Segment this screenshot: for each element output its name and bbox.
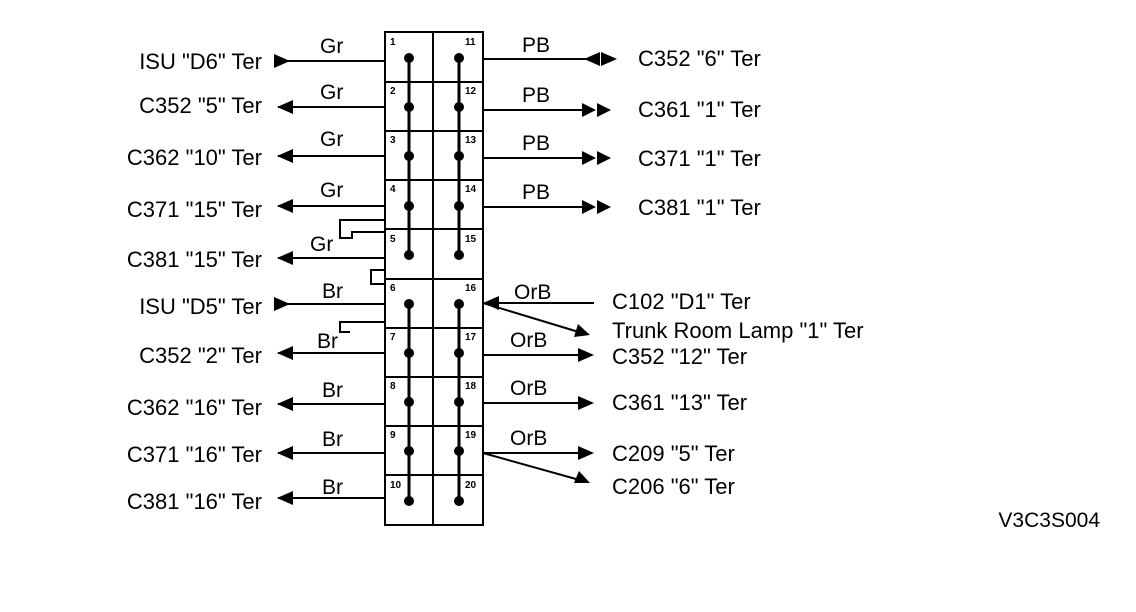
right-wire-colors: PB PB PB PB OrB OrB OrB OrB [510,34,551,450]
wire-color-label: OrB [510,329,547,352]
right-destination-label: C381 "1" Ter [638,195,761,220]
right-destination-label: C352 "12" Ter [612,344,747,369]
pin-number: 7 [390,332,396,343]
left-arrowheads [277,100,293,505]
left-destination-label: ISU "D6" Ter [139,49,262,74]
right-destination-label: C371 "1" Ter [638,146,761,171]
right-destination-label: C209 "5" Ter [612,441,735,466]
left-destination-label: C362 "10" Ter [127,145,262,170]
wire-color-label: Br [322,428,343,451]
pin-number: 19 [465,430,477,441]
left-destination-label: C381 "16" Ter [127,489,262,514]
pin-number: 1 [390,37,396,48]
pin-number: 3 [390,135,396,146]
left-wire-colors: Gr Gr Gr Gr Gr Br Br Br Br Br [310,35,343,499]
left-wires [274,54,385,499]
right-destination-label: C361 "1" Ter [638,97,761,122]
wire-color-label: PB [522,181,550,204]
left-destination-label: C381 "15" Ter [127,247,262,272]
wire-color-label: OrB [510,377,547,400]
left-destination-label: C371 "15" Ter [127,197,262,222]
wire-color-label: Gr [320,179,343,202]
wire-color-label: Br [322,280,343,303]
wire-color-label: OrB [510,427,547,450]
right-wires [482,58,596,480]
wire-color-label: PB [522,84,550,107]
right-destinations: C352 "6" Ter C361 "1" Ter C371 "1" Ter C… [612,46,864,499]
left-destination-label: ISU "D5" Ter [139,294,262,319]
wire-color-label: PB [522,34,550,57]
pin-number: 9 [390,430,396,441]
pin-number: 6 [390,283,396,294]
left-destination-label: C352 "2" Ter [139,343,262,368]
left-destinations: ISU "D6" Ter C352 "5" Ter C362 "10" Ter … [127,49,262,514]
left-destination-label: C371 "16" Ter [127,442,262,467]
right-destination-label: C102 "D1" Ter [612,289,751,314]
left-destination-label: C362 "16" Ter [127,395,262,420]
wire-color-label: PB [522,132,550,155]
wire-color-label: Br [322,379,343,402]
right-destination-label: C352 "6" Ter [638,46,761,71]
pin-number: 14 [465,184,477,195]
pin-number: 15 [465,234,477,245]
pin-number: 10 [390,480,402,491]
diagram-code: V3C3S004 [998,509,1100,532]
pin-dots [404,53,464,506]
pin-number: 4 [390,184,396,195]
pin-number: 17 [465,332,477,343]
pin-number: 18 [465,381,477,392]
connector-block [384,31,484,526]
wire-color-label: Br [317,330,338,353]
right-destination-label: C206 "6" Ter [612,474,735,499]
pin-number: 8 [390,381,396,392]
wire-color-label: Gr [320,35,343,58]
pin-number: 2 [390,86,396,97]
pin-number: 12 [465,86,477,97]
wire-color-label: Gr [320,81,343,104]
wire-color-label: Gr [320,128,343,151]
wire-color-label: Gr [310,233,333,256]
pin-number: 20 [465,480,477,491]
wire-color-label: OrB [514,281,551,304]
right-arrowheads [483,52,617,483]
pin-number: 11 [465,37,476,48]
left-destination-label: C352 "5" Ter [139,93,262,118]
right-destination-label: C361 "13" Ter [612,390,747,415]
pin-number: 13 [465,135,477,146]
wire-color-label: Br [322,476,343,499]
pin-number: 5 [390,234,396,245]
right-destination-label: Trunk Room Lamp "1" Ter [612,318,864,343]
pin-number: 16 [465,283,477,294]
pin-numbers: 1 2 3 4 5 6 7 8 9 10 11 12 13 14 15 16 1… [390,37,477,491]
